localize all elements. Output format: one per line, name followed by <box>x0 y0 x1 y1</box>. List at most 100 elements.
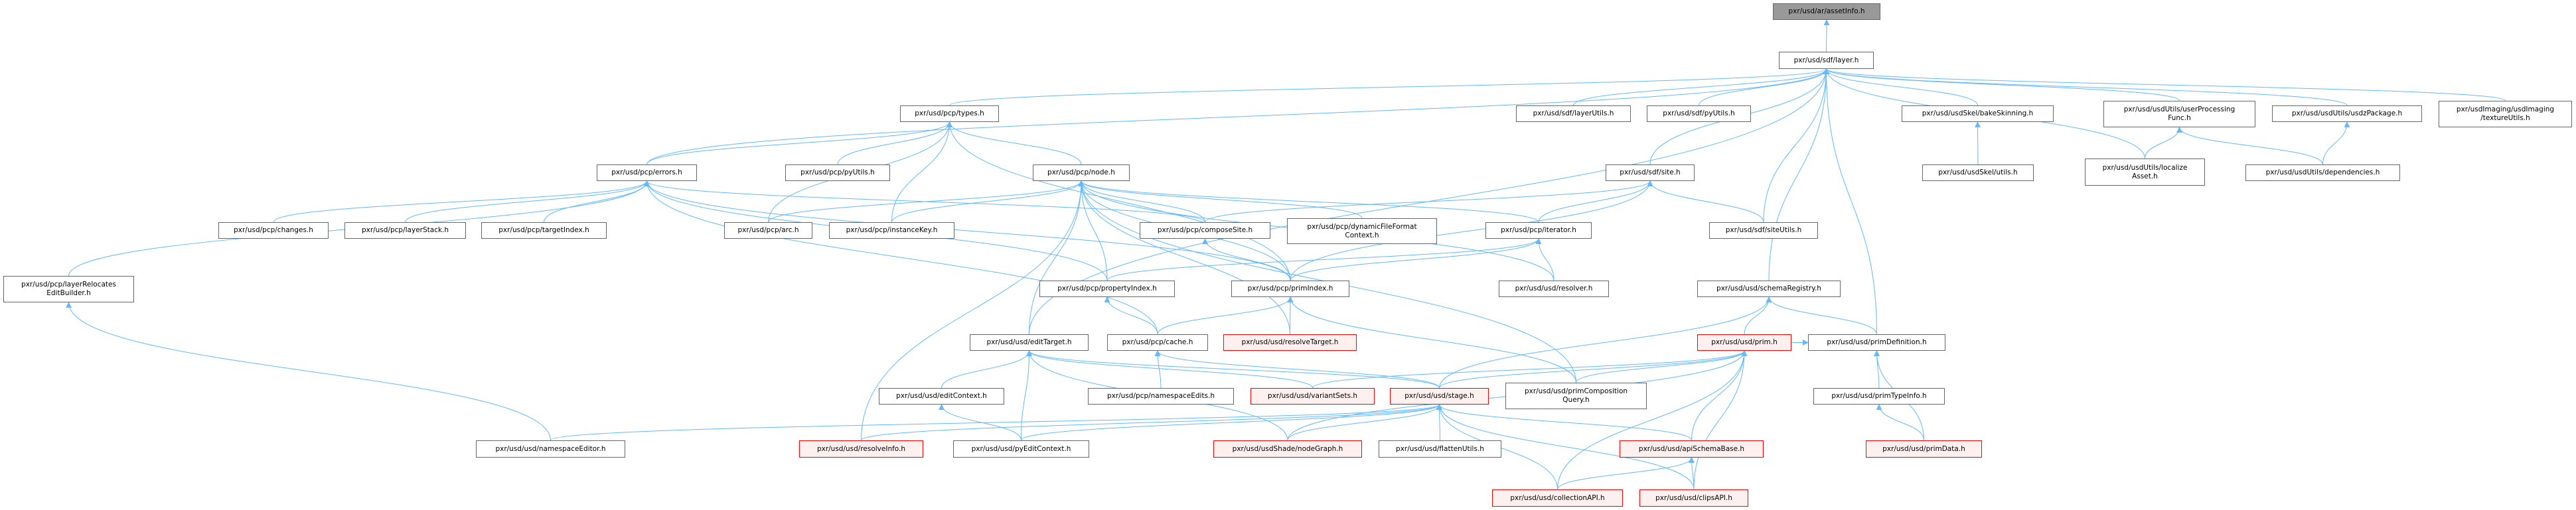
graph-node-primCompQuery[interactable]: pxr/usd/usd/primComposition Query.h <box>1505 383 1647 409</box>
graph-node-namespaceEdits[interactable]: pxr/usd/pcp/namespaceEdits.h <box>1088 388 1234 405</box>
edge-cache-to-primIndex <box>1157 296 1294 335</box>
edge-prim-to-schemaRegistry <box>1744 296 1772 335</box>
edge-primCompQuery-to-primIndex <box>1287 296 1576 383</box>
edge-schemaRegistry-to-layer <box>1768 68 1829 281</box>
edge-primDefinition-to-schemaRegistry <box>1766 296 1877 335</box>
edge-nodeGraph-to-stage <box>1287 404 1442 441</box>
graph-node-resolver[interactable]: pxr/usd/usd/resolver.h <box>1499 281 1609 297</box>
graph-node-layerUtils[interactable]: pxr/usd/sdf/layerUtils.h <box>1516 105 1631 122</box>
graph-node-dynFF[interactable]: pxr/usd/pcp/dynamicFileFormat Context.h <box>1287 218 1437 244</box>
edge-primDefinition-to-layer <box>1823 68 1877 335</box>
graph-node-prim[interactable]: pxr/usd/usd/prim.h <box>1697 334 1791 351</box>
graph-node-sdfPyUtils[interactable]: pxr/usd/sdf/pyUtils.h <box>1647 105 1751 122</box>
edge-editContext-to-editTarget <box>941 350 1032 389</box>
graph-node-assetInfo: pxr/usd/ar/assetInfo.h <box>1773 3 1880 20</box>
graph-node-layer[interactable]: pxr/usd/sdf/layer.h <box>1779 52 1874 69</box>
graph-node-pyEditContext[interactable]: pxr/usd/usd/pyEditContext.h <box>953 440 1089 458</box>
edge-iterator-to-site <box>1538 180 1653 223</box>
graph-node-resolveTarget[interactable]: pxr/usd/usd/resolveTarget.h <box>1223 334 1357 351</box>
graph-node-bakeSkinning[interactable]: pxr/usd/usdSkel/bakeSkinning.h <box>1902 105 2054 122</box>
edge-types-to-layer <box>949 68 1829 106</box>
edge-stage-to-editTarget <box>1026 350 1440 389</box>
graph-node-composeSite[interactable]: pxr/usd/pcp/composeSite.h <box>1140 222 1270 239</box>
edge-resolveTarget-to-primIndex <box>1287 296 1294 335</box>
edge-localizeAsset-to-userProc <box>2145 127 2182 159</box>
edge-primIndex-to-site <box>1290 180 1653 281</box>
graph-node-site[interactable]: pxr/usd/sdf/site.h <box>1606 164 1695 181</box>
edge-pcpPyUtils-to-types <box>837 121 952 165</box>
graph-node-changes[interactable]: pxr/usd/pcp/changes.h <box>218 222 329 239</box>
edge-changes-to-errors <box>273 180 650 223</box>
graph-node-schemaRegistry[interactable]: pxr/usd/usd/schemaRegistry.h <box>1697 281 1841 297</box>
edge-collectionAPI-to-apiSchemaBase <box>1557 457 1695 490</box>
graph-node-types[interactable]: pxr/usd/pcp/types.h <box>900 105 999 122</box>
graph-node-namespaceEditor[interactable]: pxr/usd/usd/namespaceEditor.h <box>476 440 625 458</box>
edge-primIndex-to-iterator <box>1290 238 1542 281</box>
graph-node-nodeGraph[interactable]: pxr/usd/usdShade/nodeGraph.h <box>1213 440 1362 458</box>
graph-node-variantSets[interactable]: pxr/usd/usd/variantSets.h <box>1250 388 1375 405</box>
edge-namespaceEditor-to-layerRelocates <box>66 302 551 441</box>
graph-node-textureUtils[interactable]: pxr/usdImaging/usdImaging /textureUtils.… <box>2439 101 2572 127</box>
graph-node-userProc[interactable]: pxr/usd/usdUtils/userProcessing Func.h <box>2103 101 2255 127</box>
edge-composeSite-to-node <box>1078 180 1205 223</box>
graph-node-layerRelocates[interactable]: pxr/usd/pcp/layerRelocates EditBuilder.h <box>3 276 134 302</box>
edge-resolver-to-iterator <box>1535 238 1554 281</box>
graph-node-flattenUtils[interactable]: pxr/usd/usd/flattenUtils.h <box>1379 440 1501 458</box>
edge-skelUtils-to-bakeSkinning <box>1975 121 1981 165</box>
edge-arc-to-node <box>768 180 1085 223</box>
graph-node-primTypeInfo[interactable]: pxr/usd/usd/primTypeInfo.h <box>1813 388 1945 405</box>
edge-dynFF-to-node <box>1078 180 1363 219</box>
edge-resolveInfo-to-stage <box>861 404 1442 441</box>
edge-errors-to-types <box>646 121 952 165</box>
graph-node-editTarget[interactable]: pxr/usd/usd/editTarget.h <box>970 334 1089 351</box>
graph-node-primData[interactable]: pxr/usd/usd/primData.h <box>1866 440 1982 458</box>
edge-apiSchemaBase-to-stage <box>1436 404 1692 441</box>
edge-composeSite-to-site <box>1205 180 1653 223</box>
graph-node-pcpPyUtils[interactable]: pxr/usd/pcp/pyUtils.h <box>785 164 890 181</box>
graph-node-resolveInfo[interactable]: pxr/usd/usd/resolveInfo.h <box>799 440 923 458</box>
graph-node-errors[interactable]: pxr/usd/pcp/errors.h <box>597 164 697 181</box>
graph-node-arc[interactable]: pxr/usd/pcp/arc.h <box>724 222 812 239</box>
edge-editTarget-to-node <box>1029 180 1085 335</box>
graph-node-targetIndex[interactable]: pxr/usd/pcp/targetIndex.h <box>481 222 607 239</box>
edge-layerUtils-to-layer <box>1573 68 1829 106</box>
edge-iterator-to-node <box>1078 180 1539 223</box>
edge-dependencies-to-usdzPackage <box>2322 121 2350 165</box>
graph-node-primIndex[interactable]: pxr/usd/pcp/primIndex.h <box>1231 281 1349 297</box>
edge-resolveInfo-to-node <box>861 180 1085 441</box>
graph-node-propertyIndex[interactable]: pxr/usd/pcp/propertyIndex.h <box>1039 281 1175 297</box>
graph-node-localizeAsset[interactable]: pxr/usd/usdUtils/localize Asset.h <box>2085 159 2205 186</box>
graph-node-skelUtils[interactable]: pxr/usd/usdSkel/utils.h <box>1922 164 2034 181</box>
edge-dependencies-to-userProc <box>2176 127 2323 165</box>
edge-clipsAPI-to-prim <box>1693 350 1748 490</box>
edge-siteUtils-to-site <box>1647 180 1764 223</box>
edge-layerStack-to-errors <box>405 180 650 223</box>
edge-primData-to-primTypeInfo <box>1876 404 1924 441</box>
graph-node-stage[interactable]: pxr/usd/usd/stage.h <box>1390 388 1489 405</box>
edge-cache-to-propertyIndex <box>1104 296 1158 335</box>
edge-textureUtils-to-layer <box>1823 68 2506 101</box>
graph-node-cache[interactable]: pxr/usd/pcp/cache.h <box>1107 334 1208 351</box>
graph-node-iterator[interactable]: pxr/usd/pcp/iterator.h <box>1485 222 1592 239</box>
graph-node-apiSchemaBase[interactable]: pxr/usd/usd/apiSchemaBase.h <box>1620 440 1764 458</box>
edge-clipsAPI-to-stage <box>1436 404 1695 490</box>
edge-cache-to-errors <box>644 180 1158 335</box>
graph-node-clipsAPI[interactable]: pxr/usd/usd/clipsAPI.h <box>1639 489 1748 507</box>
graph-node-collectionAPI[interactable]: pxr/usd/usd/collectionAPI.h <box>1492 489 1623 507</box>
graph-node-editContext[interactable]: pxr/usd/usd/editContext.h <box>879 388 1004 405</box>
graph-node-layerStack[interactable]: pxr/usd/pcp/layerStack.h <box>344 222 466 239</box>
graph-node-siteUtils[interactable]: pxr/usd/sdf/siteUtils.h <box>1709 222 1818 239</box>
graph-node-usdzPackage[interactable]: pxr/usd/usdUtils/usdzPackage.h <box>2272 105 2422 122</box>
edge-resolveTarget-to-node <box>1078 180 1290 335</box>
graph-node-instanceKey[interactable]: pxr/usd/pcp/instanceKey.h <box>829 222 954 239</box>
edge-collectionAPI-to-prim <box>1557 350 1748 490</box>
edge-targetIndex-to-errors <box>544 180 650 223</box>
graph-node-dependencies[interactable]: pxr/usd/usdUtils/dependencies.h <box>2245 164 2400 181</box>
edge-siteUtils-to-layer <box>1763 68 1829 223</box>
graph-node-primDefinition[interactable]: pxr/usd/usd/primDefinition.h <box>1808 334 1945 351</box>
edge-propertyIndex-to-node <box>1078 180 1108 281</box>
edge-variantSets-to-prim <box>1312 350 1748 389</box>
graph-node-node[interactable]: pxr/usd/pcp/node.h <box>1033 164 1130 181</box>
